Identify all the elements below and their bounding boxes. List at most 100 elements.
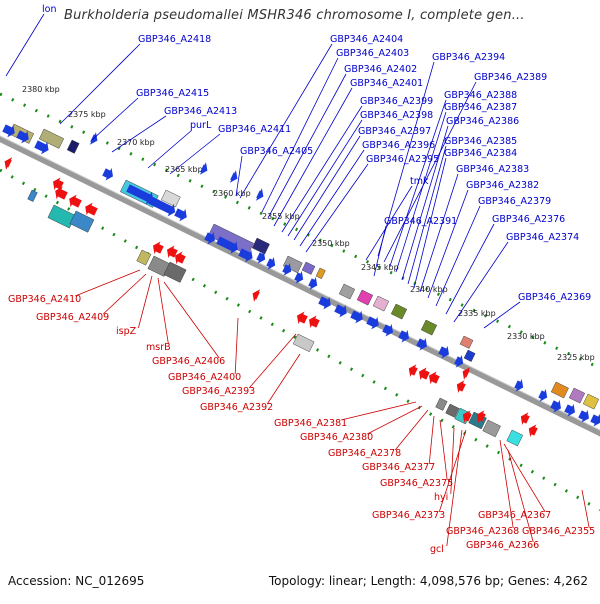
main-axis-highlight (0, 135, 600, 431)
forward-gene-arrow-shape (318, 296, 331, 310)
reverse-gene-arrow (408, 364, 418, 377)
reverse-gene-arrow-shape (55, 186, 68, 200)
forward-gene-arrow (416, 337, 427, 351)
bottom-gene-label: GBP346_A2410 (8, 294, 81, 305)
forward-gene-arrow (2, 124, 15, 138)
top-leader-line (435, 205, 481, 307)
top-leader-line (365, 185, 413, 261)
gene-box-fill (163, 261, 187, 283)
gene-box (506, 429, 524, 447)
forward-gene-arrow-shape (350, 310, 363, 324)
gene-box (550, 381, 569, 399)
gene-box-fill (69, 210, 95, 233)
bottom-leader-line (446, 429, 463, 547)
gene-box-fill (160, 189, 181, 208)
top-leader-line (395, 111, 447, 273)
accession-text: Accession: NC_012695 (8, 574, 145, 588)
forward-gene-arrow-shape (238, 248, 253, 263)
gene-box (582, 393, 600, 410)
gene-box-fill (390, 303, 408, 320)
gene-box-fill (445, 403, 460, 418)
forward-gene-arrow (438, 345, 449, 359)
forward-gene-arrow (204, 231, 215, 245)
bottom-leader-line (428, 415, 435, 465)
forward-gene-arrow-shape (256, 251, 266, 264)
top-leader-line (305, 163, 369, 253)
gene-box-fill (251, 237, 270, 255)
top-leader-line (383, 81, 477, 263)
forward-gene-arrow (238, 248, 253, 263)
bottom-gene-label: GBP346_A2392 (200, 402, 273, 413)
bottom-gene-label: GBP346_A2400 (168, 372, 241, 383)
gene-box (27, 189, 38, 202)
top-leader-line (445, 223, 495, 315)
gene-box-fill (356, 289, 374, 306)
reverse-gene-arrow-shape (408, 364, 418, 377)
bottom-gene-label: GBP346_A2409 (36, 312, 109, 323)
forward-gene-arrow-shape (148, 196, 176, 217)
gene-box-fill (506, 429, 524, 447)
bottom-gene-label: GBP346_A2406 (152, 356, 225, 367)
scale-tick-label: 2375 kbp (68, 110, 106, 119)
forward-gene-arrow-shape (174, 208, 187, 222)
forward-gene-arrow (294, 271, 304, 284)
gene-arrows (2, 124, 600, 437)
bottom-gene-label: GBP346_A2355 (522, 526, 595, 537)
forward-gene-arrow (174, 208, 187, 222)
top-leader-line (453, 241, 509, 323)
forward-gene-arrow-shape (416, 337, 427, 351)
top-leader-line (401, 125, 449, 281)
gene-box (301, 261, 316, 275)
bottom-leader-line (234, 317, 239, 375)
gene-box (482, 419, 501, 438)
forward-gene-arrow-shape (514, 379, 524, 392)
bottom-gene-label: GBP346_A2378 (328, 448, 401, 459)
bottom-leader-line (581, 489, 590, 529)
forward-gene-arrow (350, 310, 363, 324)
forward-gene-arrow-shape (204, 231, 215, 245)
top-gene-label: GBP346_A2399 (360, 96, 433, 107)
reverse-gene-arrow-shape (175, 251, 186, 265)
gene-box-fill (47, 204, 76, 229)
bottom-gene-label: GBP346_A2367 (478, 510, 551, 521)
top-leader-line (281, 105, 363, 233)
reverse-gene-arrow-shape (419, 367, 430, 381)
forward-gene-arrow (550, 399, 561, 413)
top-leader-line (261, 57, 339, 213)
reverse-gene-arrow-shape (297, 311, 308, 325)
top-gene-label: GBP346_A2418 (138, 34, 211, 45)
top-gene-label: GBP346_A2398 (360, 110, 433, 121)
reverse-gene-arrow-shape (85, 202, 98, 216)
gene-box-fill (420, 319, 438, 336)
gene-box (292, 333, 315, 353)
reverse-gene-arrow (309, 315, 320, 329)
forward-gene-arrow-shape (199, 162, 208, 175)
forward-gene-arrow-shape (229, 170, 238, 183)
top-gene-label: GBP346_A2405 (240, 146, 313, 157)
forward-gene-arrow-shape (334, 304, 347, 318)
top-gene-label: GBP346_A2383 (456, 164, 529, 175)
gene-box (69, 210, 95, 233)
top-gene-label: GBP346_A2415 (136, 88, 209, 99)
top-gene-label: GBP346_A2404 (330, 34, 403, 45)
scale-tick-label: 2350 kbp (312, 239, 350, 248)
top-gene-label: GBP346_A2386 (446, 116, 519, 127)
top-gene-label: GBP346_A2385 (444, 136, 517, 147)
top-leader-line (273, 87, 353, 227)
scale-tick-label: 2325 kbp (557, 353, 595, 362)
top-leader-line (5, 13, 45, 77)
top-leader-line (389, 99, 447, 267)
top-gene-label: GBP346_A2394 (432, 52, 505, 63)
reverse-gene-arrow (69, 194, 82, 208)
gene-box-fill (136, 249, 152, 266)
gene-box-fill (463, 349, 476, 362)
top-gene-label: GBP346_A2388 (444, 90, 517, 101)
gene-box-fill (550, 381, 569, 399)
forward-gene-arrow (366, 316, 379, 330)
gene-box (66, 139, 80, 154)
top-gene-label: GBP346_A2411 (218, 124, 291, 135)
bottom-gene-label: gcl (430, 544, 444, 555)
bottom-leader-line (439, 419, 448, 481)
